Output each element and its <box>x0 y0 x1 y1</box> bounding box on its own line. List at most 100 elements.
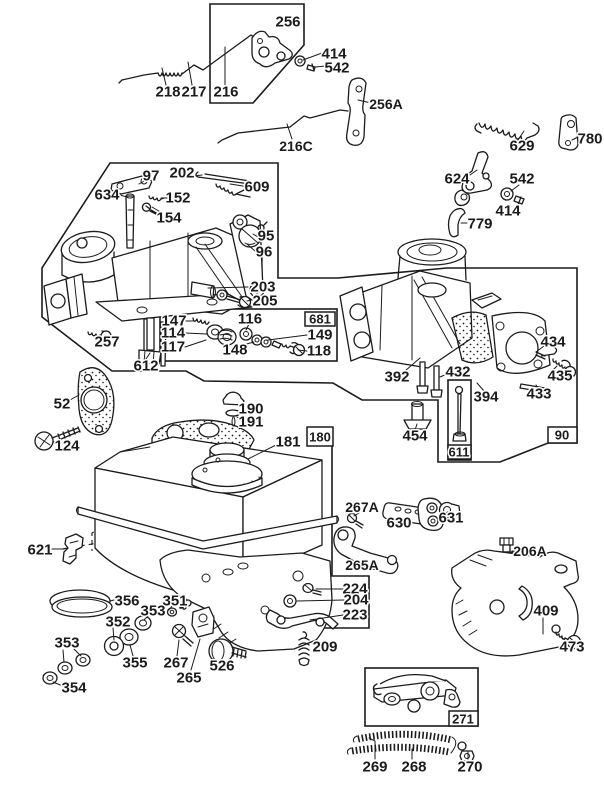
bracket-265A <box>333 526 399 575</box>
part-label-414-1: 414 <box>321 46 347 63</box>
washer-355 <box>119 628 139 646</box>
washer-354 <box>42 671 58 685</box>
part-label-434-36: 434 <box>540 334 566 351</box>
screw-267 <box>171 623 194 647</box>
seat-149 <box>271 340 282 349</box>
part-label-267A-60: 267A <box>345 499 378 515</box>
part-label-218-3: 218 <box>155 84 180 101</box>
part-label-270-74: 270 <box>457 759 482 776</box>
part-label-352-53: 352 <box>105 614 130 631</box>
part-label-355-55: 355 <box>122 655 147 672</box>
part-label-394-39: 394 <box>473 389 499 406</box>
part-label-267-57: 267 <box>163 655 188 672</box>
box-needle-611 <box>447 379 472 461</box>
tank-right <box>242 459 323 581</box>
part-label-216C-7: 216C <box>279 138 312 154</box>
part-label-269-72: 269 <box>362 759 387 776</box>
bracket-780 <box>558 114 579 151</box>
part-label-353-52: 353 <box>140 603 165 620</box>
spring-629 <box>474 122 540 142</box>
nut-414b <box>513 195 525 206</box>
part-label-354-56: 354 <box>61 680 87 697</box>
screw-434 <box>535 351 546 360</box>
washer-542b <box>500 187 514 201</box>
governor-group <box>447 114 579 238</box>
part-label-631-62: 631 <box>438 510 463 527</box>
box-jet-parts-group <box>159 308 338 362</box>
part-label-629-8: 629 <box>509 138 534 155</box>
bracket-409 <box>451 549 579 657</box>
carburetor-left <box>43 171 268 367</box>
part-label-147-26: 147 <box>161 313 186 330</box>
spring-609 <box>215 183 251 198</box>
part-label-223-66: 223 <box>342 607 367 624</box>
part-label-435-37: 435 <box>547 368 572 385</box>
link-parts-group <box>265 497 461 630</box>
spring-147 <box>192 317 210 325</box>
part-label-542-2: 542 <box>324 60 349 77</box>
part-label-351-51: 351 <box>162 593 187 610</box>
part-label-432-35: 432 <box>445 364 470 381</box>
part-label-256A-6: 256A <box>369 96 402 112</box>
part-label-779-13: 779 <box>467 216 492 233</box>
part-label-97-14: 97 <box>143 168 160 185</box>
part-label-205-23: 205 <box>252 293 277 310</box>
leader-lines <box>51 46 579 760</box>
part-label-90-42: 90 <box>555 428 569 443</box>
nut-542a <box>306 63 316 72</box>
part-label-149-31: 149 <box>307 327 332 344</box>
part-label-611-41: 611 <box>449 445 470 460</box>
bolt-612 <box>146 317 155 351</box>
part-label-114-27: 114 <box>161 325 186 342</box>
part-label-191-46: 191 <box>238 414 263 431</box>
lever-97 <box>110 175 153 195</box>
box-216-group <box>209 3 305 104</box>
part-label-353-54: 353 <box>54 635 79 652</box>
lever-256A <box>345 77 367 146</box>
part-label-202-15: 202 <box>169 165 194 182</box>
spring-152 <box>148 195 165 202</box>
label-box-681 <box>304 311 336 327</box>
part-label-681-30: 681 <box>309 312 331 327</box>
washer-204 <box>283 594 297 608</box>
part-label-118-33: 118 <box>307 343 331 360</box>
part-label-181-47: 181 <box>275 434 300 451</box>
casing-268 <box>351 743 450 756</box>
grommet-631 <box>438 501 461 519</box>
part-label-526-59: 526 <box>209 658 234 675</box>
part-label-209-67: 209 <box>312 639 337 656</box>
part-label-154-19: 154 <box>156 210 182 227</box>
part-label-152-18: 152 <box>165 190 190 207</box>
washer-353a <box>134 615 152 631</box>
part-label-612-25: 612 <box>133 358 158 375</box>
label-box-180 <box>306 426 334 447</box>
casing-269 <box>357 730 453 744</box>
part-label-454-40: 454 <box>402 428 428 445</box>
screw-224 <box>302 582 322 596</box>
rod-218-217 <box>118 72 159 84</box>
box-control-271 <box>364 667 479 727</box>
spring-217 <box>157 72 183 77</box>
part-label-630-61: 630 <box>386 515 411 532</box>
part-label-624-10: 624 <box>444 171 470 188</box>
part-label-621-49: 621 <box>27 542 52 559</box>
part-label-257-24: 257 <box>94 334 119 351</box>
carburetor-right <box>339 238 577 442</box>
label-box-271 <box>448 710 479 727</box>
part-label-203-22: 203 <box>250 279 275 296</box>
part-label-609-16: 609 <box>244 179 269 196</box>
rod-216C <box>217 109 349 144</box>
part-label-96-21: 96 <box>256 244 273 261</box>
throttle-link-group <box>118 30 367 146</box>
part-label-224-64: 224 <box>342 581 368 598</box>
part-label-204-65: 204 <box>343 592 369 609</box>
part-label-433-38: 433 <box>526 386 551 403</box>
remote-control-group <box>346 673 475 762</box>
cap-190 <box>222 391 245 406</box>
part-label-356-50: 356 <box>114 593 139 610</box>
cup-526 <box>208 638 247 664</box>
part-label-409-69: 409 <box>533 603 558 620</box>
clip-779 <box>447 207 466 238</box>
part-label-148-32: 148 <box>222 342 247 359</box>
spring-209 <box>298 631 310 667</box>
